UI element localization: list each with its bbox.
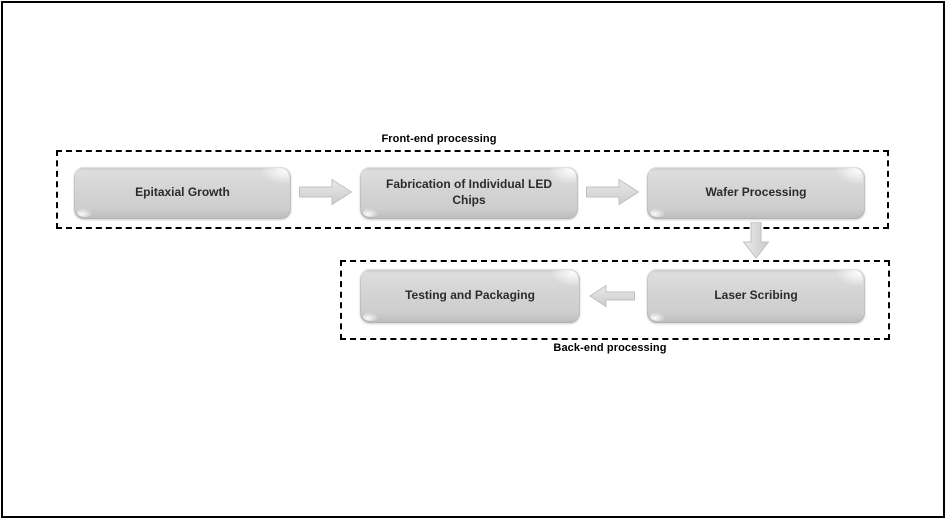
down-arrow-icon bbox=[743, 222, 769, 259]
arrow-fabrication-to-wafer bbox=[586, 178, 640, 206]
back-end-group-box bbox=[340, 260, 890, 340]
back-end-section-label: Back-end processing bbox=[553, 342, 667, 354]
box-epitaxial-growth-label: Epitaxial Growth bbox=[135, 185, 230, 200]
box-testing-packaging-label: Testing and Packaging bbox=[405, 288, 535, 303]
box-wafer-processing: Wafer Processing bbox=[647, 167, 865, 219]
front-end-section-label: Front-end processing bbox=[381, 133, 497, 145]
right-arrow-icon bbox=[299, 178, 353, 206]
left-arrow-icon bbox=[589, 284, 635, 308]
right-arrow-icon bbox=[586, 178, 640, 206]
arrow-wafer-to-laser bbox=[743, 222, 769, 259]
box-fabrication-led-chips: Fabrication of Individual LED Chips bbox=[360, 167, 578, 219]
arrow-laser-to-testing bbox=[589, 284, 635, 308]
box-epitaxial-growth: Epitaxial Growth bbox=[74, 167, 291, 219]
box-wafer-processing-label: Wafer Processing bbox=[705, 185, 807, 200]
box-laser-scribing: Laser Scribing bbox=[647, 269, 865, 323]
front-end-group-box bbox=[56, 150, 889, 229]
box-fabrication-led-chips-label: Fabrication of Individual LED Chips bbox=[385, 177, 552, 207]
box-laser-scribing-label: Laser Scribing bbox=[714, 288, 798, 303]
arrow-epitaxial-to-fabrication bbox=[299, 178, 353, 206]
box-testing-packaging: Testing and Packaging bbox=[360, 269, 580, 323]
